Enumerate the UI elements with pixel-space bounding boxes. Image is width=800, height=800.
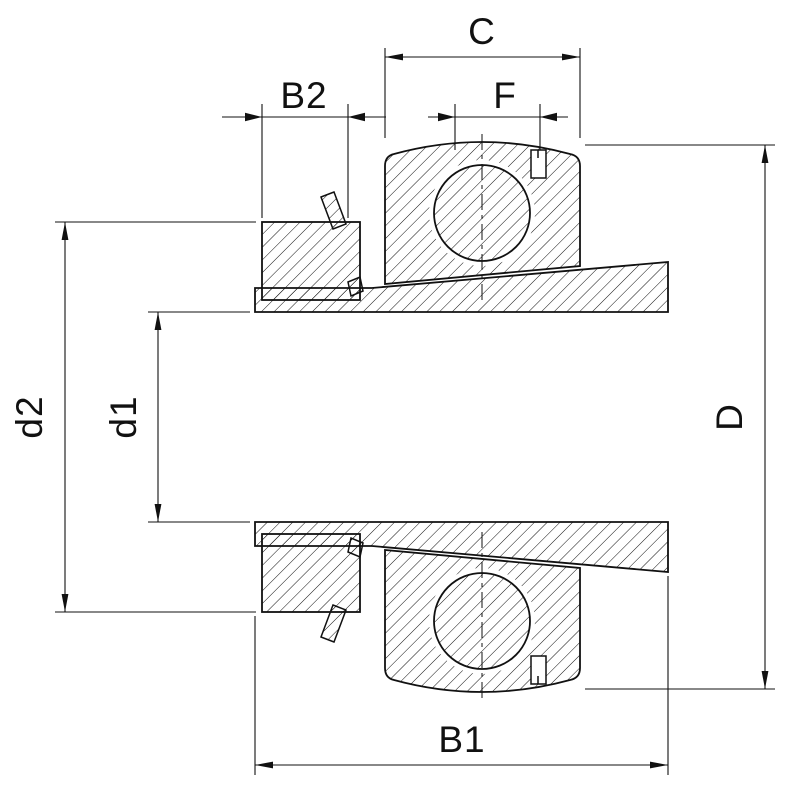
b2-arrow-left xyxy=(245,112,262,122)
dimension-d2: d2 xyxy=(9,221,256,613)
dimension-label-b1: B1 xyxy=(438,719,485,760)
dimension-label-d1: d1 xyxy=(103,395,144,438)
lock-washer-tab-bottom xyxy=(320,604,347,643)
bearing-section-geometry xyxy=(254,134,669,700)
ball-bottom xyxy=(429,568,535,674)
dimension-c: C xyxy=(384,11,581,138)
lock-nut-bottom xyxy=(261,533,361,613)
dimension-label-b2: B2 xyxy=(280,75,327,116)
f-arrow-right xyxy=(540,112,557,122)
dimension-f: F xyxy=(428,75,568,150)
dimension-label-f: F xyxy=(493,75,517,116)
dimension-d1: d1 xyxy=(103,311,250,523)
b2-arrow-right xyxy=(348,112,365,122)
lock-washer-notch-bottom xyxy=(347,536,364,559)
dimension-b1: B1 xyxy=(254,576,669,775)
lock-washer-notch-top xyxy=(347,275,364,298)
lock-nut-top xyxy=(261,221,361,301)
dimension-label-d: D xyxy=(709,403,750,431)
dimension-label-c: C xyxy=(468,11,496,52)
ball-top xyxy=(429,160,535,266)
dimension-b2: B2 xyxy=(222,75,386,218)
lock-washer-tab-top xyxy=(320,191,347,230)
f-arrow-left xyxy=(438,112,455,122)
dimension-label-d2: d2 xyxy=(9,395,50,438)
dimension-d-outer: D xyxy=(585,144,775,690)
